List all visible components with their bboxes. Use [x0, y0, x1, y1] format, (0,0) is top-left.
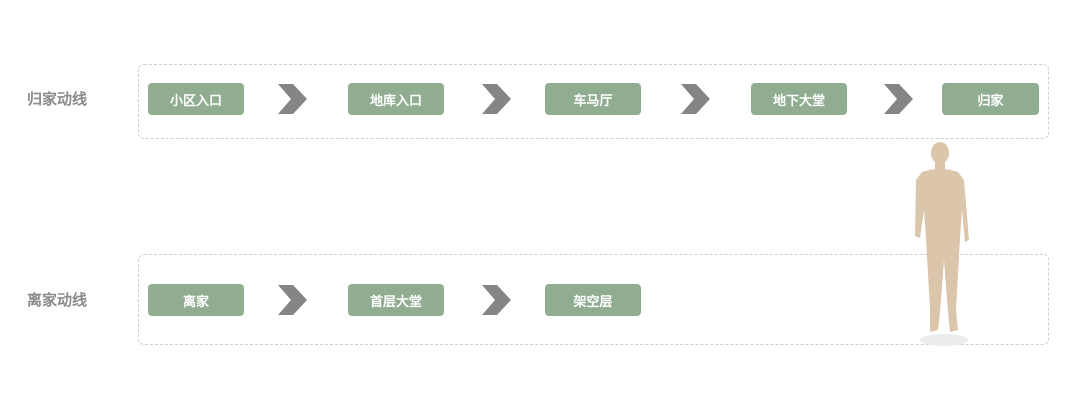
- leave-step-leave-home: 离家: [148, 284, 244, 316]
- chevron-right-arrow-icon: [482, 84, 511, 114]
- chevron-right-arrow-icon: [884, 84, 913, 114]
- leave-flow-frame: [138, 254, 1049, 345]
- home-step-arrive-home: 归家: [942, 83, 1039, 115]
- chevron-right-arrow-icon: [278, 84, 307, 114]
- chevron-right-arrow-icon: [278, 285, 307, 315]
- leave-step-stilt-floor: 架空层: [545, 284, 641, 316]
- home-flow-frame: [138, 64, 1049, 139]
- home-step-garage-entrance: 地库入口: [348, 83, 444, 115]
- home-step-underground-lobby: 地下大堂: [751, 83, 847, 115]
- chevron-right-arrow-icon: [681, 84, 710, 114]
- person-silhouette-icon: [915, 142, 969, 346]
- leave-step-ground-floor-lobby: 首层大堂: [348, 284, 444, 316]
- leave-flow-label: 离家动线: [27, 291, 88, 309]
- chevron-right-arrow-icon: [482, 285, 511, 315]
- home-step-community-entrance: 小区入口: [148, 83, 244, 115]
- home-step-carriage-hall: 车马厅: [545, 83, 641, 115]
- home-flow-label: 归家动线: [27, 90, 88, 108]
